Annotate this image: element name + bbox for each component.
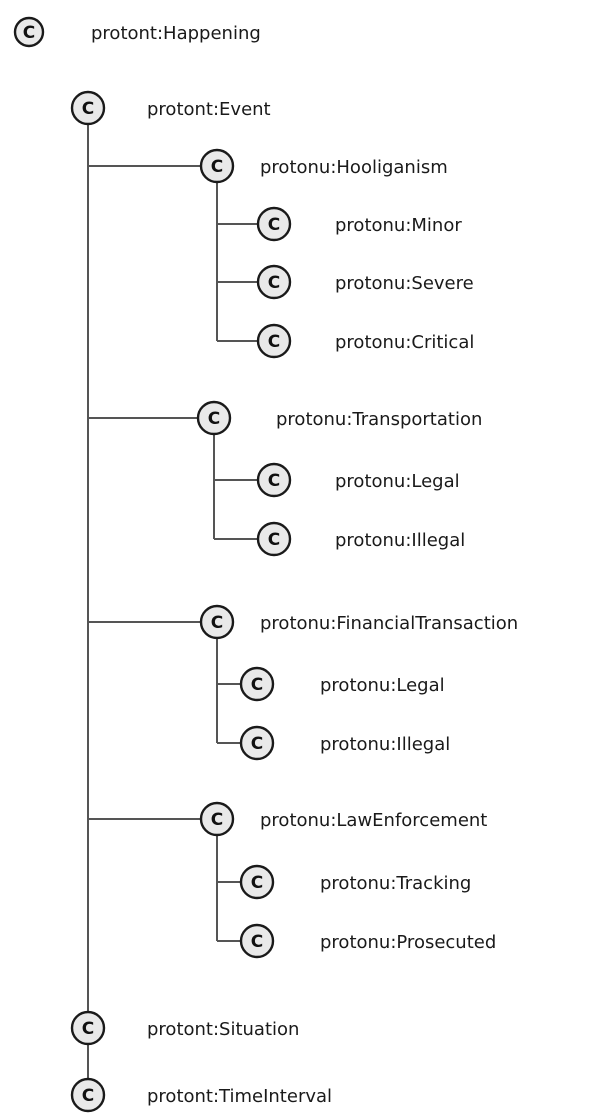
class-glyph: C bbox=[211, 157, 223, 177]
node-label-financial-legal: protonu:Legal bbox=[320, 675, 445, 696]
node-label-transportation: protonu:Transportation bbox=[276, 409, 482, 430]
node-label-financial-transaction: protonu:FinancialTransaction bbox=[260, 613, 518, 634]
node-time-interval: C bbox=[70, 1077, 106, 1113]
node-label-minor: protonu:Minor bbox=[335, 215, 462, 236]
node-happening: C bbox=[13, 16, 45, 48]
class-c-icon bbox=[199, 148, 235, 184]
class-glyph: C bbox=[82, 1086, 94, 1106]
node-label-situation: protont:Situation bbox=[147, 1019, 299, 1040]
class-glyph: C bbox=[268, 273, 280, 293]
class-c-icon bbox=[256, 323, 292, 359]
node-label-tracking: protonu:Tracking bbox=[320, 873, 471, 894]
node-prosecuted: C bbox=[239, 923, 275, 959]
node-label-prosecuted: protonu:Prosecuted bbox=[320, 932, 496, 953]
class-glyph: C bbox=[268, 530, 280, 550]
node-tracking: C bbox=[239, 864, 275, 900]
node-financial-transaction: C bbox=[199, 604, 235, 640]
node-severe: C bbox=[256, 264, 292, 300]
class-glyph: C bbox=[23, 23, 35, 43]
class-c-icon bbox=[239, 666, 275, 702]
node-transportation: C bbox=[196, 400, 232, 436]
node-label-financial-illegal: protonu:Illegal bbox=[320, 734, 450, 755]
tree-connectors bbox=[87, 125, 257, 1095]
class-c-icon bbox=[199, 604, 235, 640]
class-c-icon bbox=[199, 801, 235, 837]
node-label-critical: protonu:Critical bbox=[335, 332, 474, 353]
class-glyph: C bbox=[268, 471, 280, 491]
node-hooliganism: C bbox=[199, 148, 235, 184]
node-label-hooliganism: protonu:Hooliganism bbox=[260, 157, 448, 178]
class-glyph: C bbox=[268, 215, 280, 235]
class-glyph: C bbox=[82, 99, 94, 119]
class-c-icon bbox=[70, 1010, 106, 1046]
class-c-icon bbox=[239, 923, 275, 959]
node-label-event: protont:Event bbox=[147, 99, 271, 120]
class-glyph: C bbox=[211, 613, 223, 633]
node-label-time-interval: protont:TimeInterval bbox=[147, 1086, 332, 1107]
node-critical: C bbox=[256, 323, 292, 359]
class-glyph: C bbox=[211, 810, 223, 830]
node-financial-legal: C bbox=[239, 666, 275, 702]
class-glyph: C bbox=[251, 873, 263, 893]
class-c-icon bbox=[256, 521, 292, 557]
node-law-enforcement: C bbox=[199, 801, 235, 837]
class-glyph: C bbox=[268, 332, 280, 352]
class-c-icon bbox=[239, 864, 275, 900]
class-c-icon bbox=[196, 400, 232, 436]
class-c-icon bbox=[256, 206, 292, 242]
class-glyph: C bbox=[251, 932, 263, 952]
class-c-icon bbox=[239, 725, 275, 761]
node-financial-illegal: C bbox=[239, 725, 275, 761]
class-c-icon bbox=[70, 90, 106, 126]
node-label-transport-legal: protonu:Legal bbox=[335, 471, 460, 492]
tree-nodes: C protont:Happening C protont:Event C pr… bbox=[13, 16, 518, 1113]
node-label-happening: protont:Happening bbox=[91, 23, 261, 44]
node-label-law-enforcement: protonu:LawEnforcement bbox=[260, 810, 487, 831]
node-minor: C bbox=[256, 206, 292, 242]
class-glyph: C bbox=[251, 734, 263, 754]
class-glyph: C bbox=[82, 1019, 94, 1039]
node-label-transport-illegal: protonu:Illegal bbox=[335, 530, 465, 551]
class-c-icon bbox=[256, 264, 292, 300]
class-c-icon bbox=[13, 16, 45, 48]
node-transport-illegal: C bbox=[256, 521, 292, 557]
class-c-icon bbox=[70, 1077, 106, 1113]
node-transport-legal: C bbox=[256, 462, 292, 498]
class-glyph: C bbox=[251, 675, 263, 695]
node-event: C bbox=[70, 90, 106, 126]
class-glyph: C bbox=[208, 409, 220, 429]
class-c-icon bbox=[256, 462, 292, 498]
node-situation: C bbox=[70, 1010, 106, 1046]
node-label-severe: protonu:Severe bbox=[335, 273, 474, 294]
